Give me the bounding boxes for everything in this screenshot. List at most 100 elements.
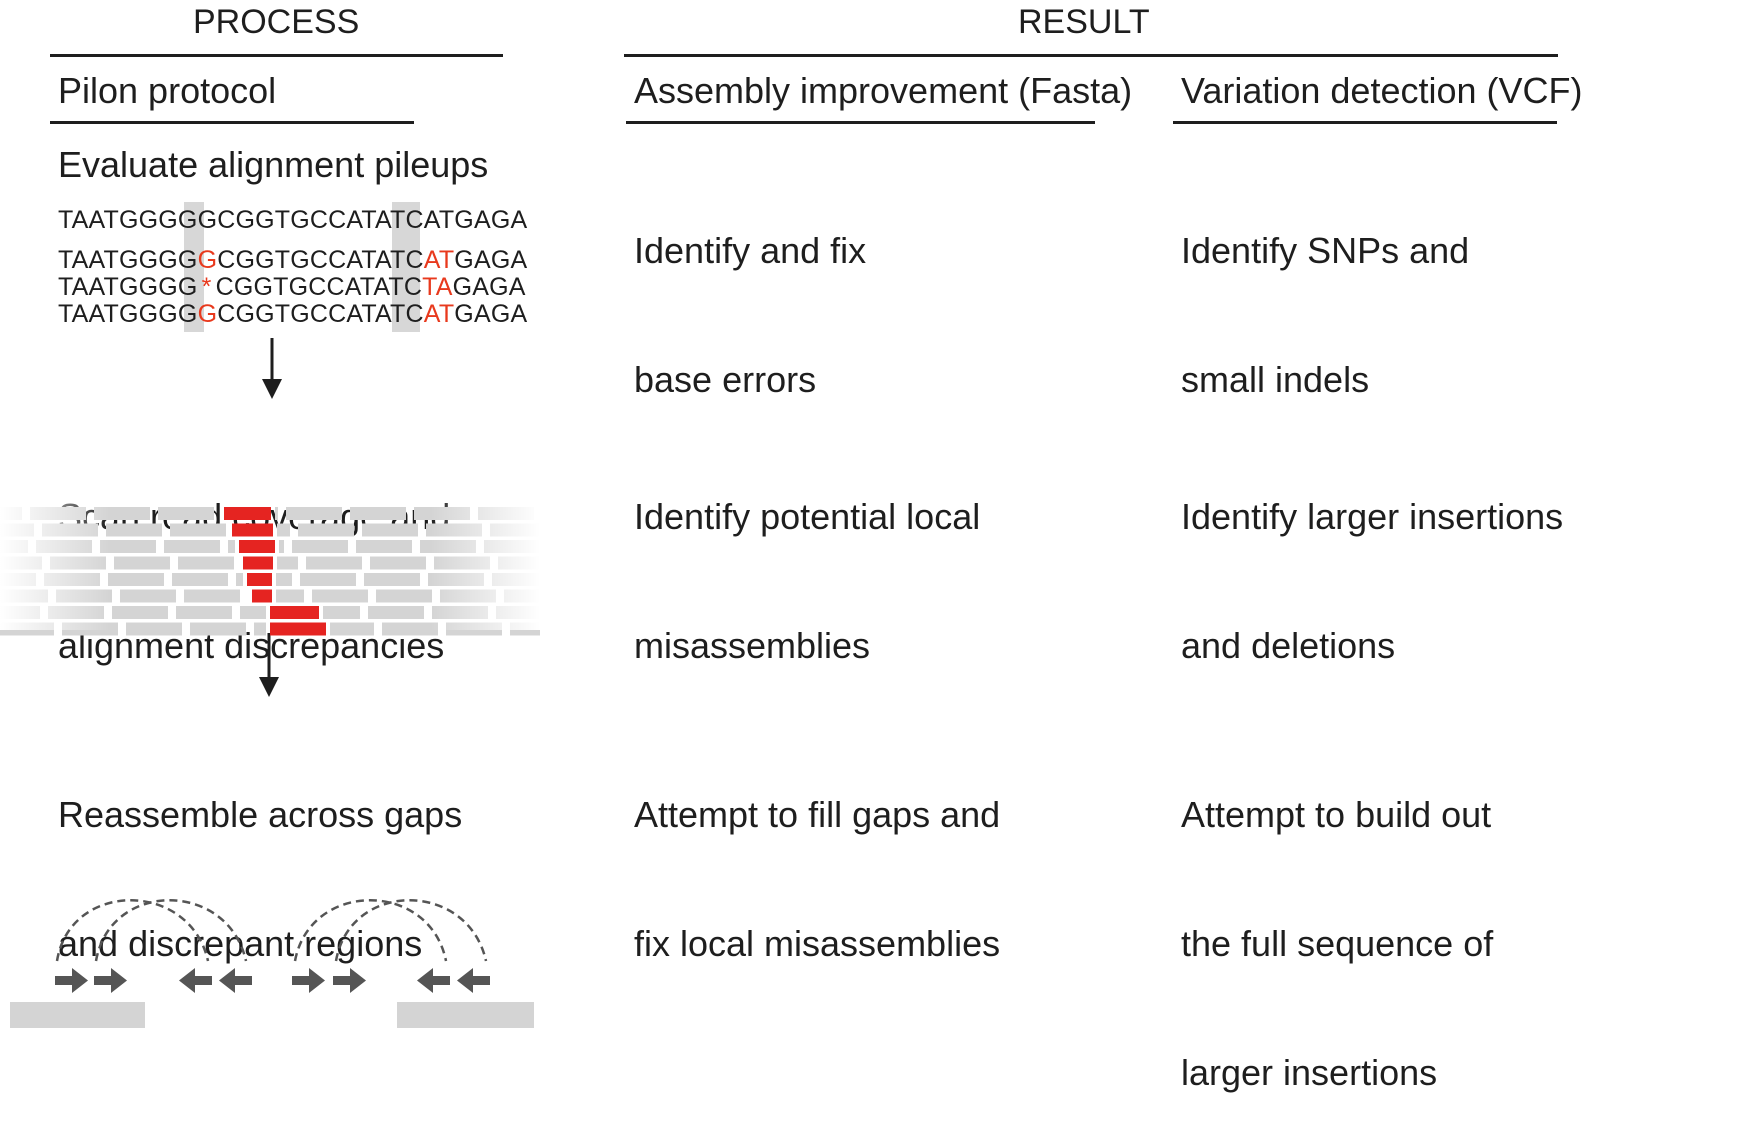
fasta-row2: Identify potential local misassemblies [634, 409, 980, 710]
read-tile [323, 606, 360, 619]
read-tile [228, 540, 235, 553]
vcf-row3-line2: the full sequence of [1181, 923, 1494, 964]
read-tile [176, 606, 232, 619]
read-tile [178, 556, 234, 570]
discrepant-read [252, 589, 272, 603]
step-evaluate-pileups: Evaluate alignment pileups [58, 144, 489, 185]
read-tile [382, 622, 438, 636]
read-tile [236, 573, 243, 586]
fasta-row1: Identify and fix base errors [634, 143, 866, 444]
read-tile [277, 523, 290, 537]
pileup-highlight-band-indel [392, 202, 420, 332]
pileup-read-sequence: TAATGGGG*CGGTGCCATATCTAGAGA [58, 273, 526, 301]
vcf-row2-line1: Identify larger insertions [1181, 496, 1564, 537]
mate-pair-arc [55, 899, 210, 962]
read-tile [100, 540, 156, 553]
right-arrow-icon [55, 968, 88, 993]
discrepant-read [270, 622, 326, 636]
pileup-fade-left [0, 500, 110, 630]
pileup-fade-right [430, 500, 540, 630]
read-tile [306, 556, 362, 570]
read-tile [106, 523, 162, 537]
read-tile [312, 589, 368, 603]
read-tile [112, 606, 168, 619]
pileup-read-sequence: TAATGGGGGCGGTGCCATATCATGAGA [58, 300, 528, 328]
left-arrow-icon [417, 968, 450, 993]
read-tile [164, 540, 220, 553]
read-tile [300, 573, 356, 586]
read-arrows [55, 968, 490, 993]
vcf-row3-line1: Attempt to build out [1181, 794, 1492, 835]
read-tile [368, 606, 424, 619]
pileup-highlight-band-snp [184, 202, 204, 332]
read-tile [240, 606, 266, 619]
contig-bar [397, 1002, 534, 1028]
read-tile [170, 523, 226, 537]
pilon-protocol-rule [50, 121, 414, 124]
vcf-row2: Identify larger insertions and deletions [1181, 409, 1563, 710]
pileup-read-sequence: TAATGGGGGCGGTGCCATATCATGAGA [58, 246, 528, 274]
read-tile [190, 622, 246, 636]
read-tile [108, 573, 164, 586]
result-header-rule [624, 54, 1558, 57]
variation-detection-rule [1173, 121, 1557, 124]
discrepant-read [247, 573, 272, 586]
read-tile [254, 622, 266, 636]
discrepant-read [243, 556, 273, 570]
read-tile [158, 507, 214, 520]
fasta-row1-line1: Identify and fix [634, 230, 867, 271]
mate-pair-links [55, 899, 488, 962]
read-tile [330, 622, 374, 636]
right-arrow-icon [333, 968, 366, 993]
discrepant-read [232, 523, 273, 537]
contig-bar [10, 1002, 145, 1028]
process-header: PROCESS [193, 3, 360, 41]
variation-detection-heading: Variation detection (VCF) [1181, 70, 1583, 111]
fasta-row3-line2: fix local misassemblies [634, 923, 1001, 964]
read-tile [276, 589, 304, 603]
mate-pair-arc [94, 899, 248, 962]
assembly-improvement-rule [626, 121, 1095, 124]
down-arrow-icon [262, 338, 282, 399]
vcf-row1-line1: Identify SNPs and [1181, 230, 1470, 271]
read-tile [364, 573, 420, 586]
process-header-rule [50, 54, 503, 57]
pileup-reference-sequence: TAATGGGGGCGGTGCCATATCATGAGA [58, 206, 528, 234]
left-arrow-icon [219, 968, 252, 993]
diagram-graphics [0, 338, 540, 1028]
read-tile [277, 556, 298, 570]
left-arrow-icon [457, 968, 490, 993]
read-tile [292, 540, 348, 553]
mate-pair-arc [293, 899, 448, 962]
read-tile [275, 507, 278, 520]
read-tile [120, 589, 176, 603]
read-tile [356, 540, 412, 553]
fasta-row2-line2: misassemblies [634, 625, 871, 666]
read-tile [362, 523, 418, 537]
read-tile [370, 556, 426, 570]
fasta-row3-line1: Attempt to fill gaps and [634, 794, 1001, 835]
vcf-row1-line2: small indels [1181, 359, 1370, 400]
mate-pair-arc [334, 899, 488, 962]
read-tile [350, 507, 406, 520]
vcf-row2-line2: and deletions [1181, 625, 1396, 666]
read-tile [276, 573, 292, 586]
down-arrow-icon [259, 633, 279, 697]
discrepant-read [239, 540, 275, 553]
read-tile [376, 589, 432, 603]
read-tile [172, 573, 228, 586]
right-arrow-icon [94, 968, 127, 993]
read-tile [279, 540, 284, 553]
fasta-row1-line2: base errors [634, 359, 817, 400]
discrepant-read [224, 507, 271, 520]
right-arrow-icon [292, 968, 325, 993]
assembly-improvement-heading: Assembly improvement (Fasta) [634, 70, 1133, 111]
step-reassemble-line1: Reassemble across gaps [58, 794, 463, 835]
left-arrow-icon [179, 968, 212, 993]
pilon-protocol-heading: Pilon protocol [58, 70, 277, 111]
read-tile [114, 556, 170, 570]
read-tile [184, 589, 240, 603]
fasta-row3: Attempt to fill gaps and fix local misas… [634, 707, 1000, 1008]
read-tile [126, 622, 182, 636]
result-header: RESULT [1018, 3, 1150, 41]
